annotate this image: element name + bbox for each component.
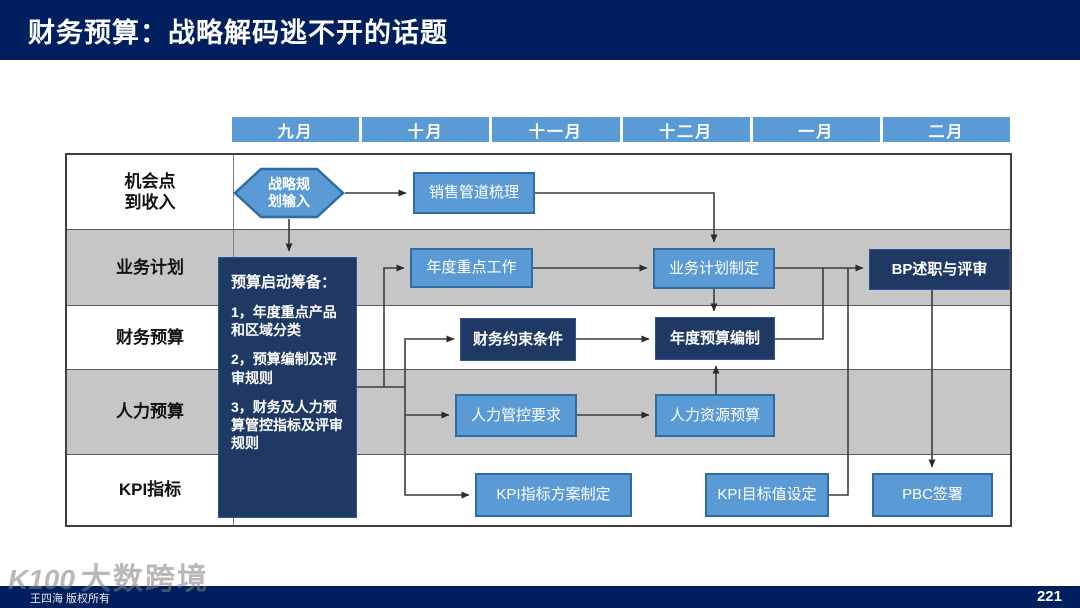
node-pbc-sign: PBC签署 (872, 473, 993, 517)
month-cell-december: 十二月 (622, 117, 750, 142)
month-header: 九月 十月 十一月 十二月 一月 二月 (232, 117, 1011, 142)
page-number: 221 (1036, 588, 1062, 605)
node-bp-review: BP述职与评审 (869, 249, 1010, 290)
copyright-text: 王四海 版权所有 (30, 593, 111, 605)
node-hr-control: 人力管控要求 (455, 394, 577, 437)
node-hr-budget: 人力资源预算 (655, 394, 775, 437)
month-cell-october: 十月 (362, 117, 490, 142)
page-title: 财务预算：战略解码逃不开的话题 (28, 17, 448, 48)
swimlane-label-kpi: KPI指标 (67, 455, 234, 525)
swimlane-label-business-plan: 业务计划 (67, 230, 234, 305)
node-budget-prep-item-2: 2，预算编制及评审规则 (231, 351, 337, 386)
node-annual-key-work: 年度重点工作 (410, 248, 533, 288)
watermark-text: 大数跨境 (80, 563, 209, 596)
footer-bar: 王四海 版权所有 221 (0, 586, 1080, 608)
node-sales-pipeline: 销售管道梳理 (413, 172, 535, 214)
swimlane-row-opportunity: 机会点 到收入 (67, 155, 1010, 229)
node-budget-prep-item-1: 1，年度重点产品和区域分类 (231, 304, 337, 339)
node-budget-prep: 预算启动筹备： 1，年度重点产品和区域分类 2，预算编制及评审规则 3，财务及人… (218, 257, 357, 518)
node-fin-constraints: 财务约束条件 (460, 318, 576, 361)
node-budget-prep-title: 预算启动筹备： (231, 274, 337, 291)
node-strategy-input-label: 战略规 划输入 (268, 175, 310, 210)
node-business-plan: 业务计划制定 (653, 248, 775, 289)
watermark: K100 大数跨境 (8, 554, 209, 598)
node-kpi-plan: KPI指标方案制定 (475, 473, 632, 517)
node-annual-budget: 年度预算编制 (655, 317, 775, 360)
month-cell-february: 二月 (882, 117, 1011, 142)
node-kpi-target: KPI目标值设定 (705, 473, 829, 517)
node-strategy-input: 战略规 划输入 (233, 167, 345, 219)
title-bar: 财务预算：战略解码逃不开的话题 (0, 0, 1080, 60)
node-budget-prep-item-3: 3，财务及人力预算管控指标及评审规则 (231, 398, 343, 452)
swimlane-label-hr-budget: 人力预算 (67, 370, 234, 454)
hexagon-shape-icon (233, 167, 345, 219)
watermark-logo: K100 (8, 564, 75, 595)
swimlane-label-finance-budget: 财务预算 (67, 306, 234, 369)
month-cell-september: 九月 (232, 117, 360, 142)
swimlane-label-opportunity: 机会点 到收入 (67, 155, 234, 229)
month-cell-january: 一月 (752, 117, 880, 142)
month-cell-november: 十一月 (492, 117, 620, 142)
